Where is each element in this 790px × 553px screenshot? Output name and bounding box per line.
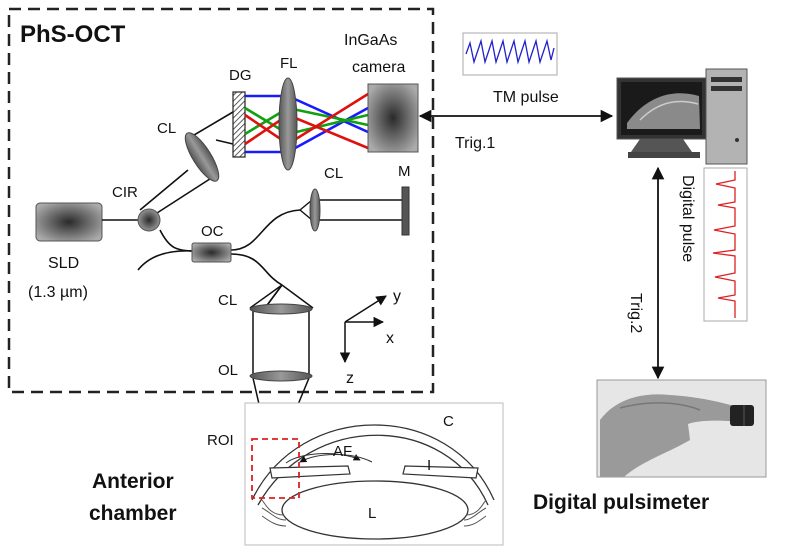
- axis-z-label: z: [346, 370, 354, 387]
- eye-sketch: [244, 402, 504, 546]
- pulsimeter-photo: [596, 379, 767, 478]
- sample-collimating-lens: [249, 303, 313, 315]
- objective-lens: [249, 370, 313, 382]
- optical-coupler: [191, 242, 232, 263]
- fl-label: FL: [280, 55, 298, 72]
- eye-caption-line1: Anterior: [92, 470, 174, 493]
- fiber-paths: [102, 111, 301, 286]
- cir-label: CIR: [112, 184, 138, 201]
- cl-top-label: CL: [157, 120, 176, 137]
- cl-sample-label: CL: [218, 292, 237, 309]
- aqueous-fluid-label: AF: [333, 443, 352, 460]
- cornea-label: C: [443, 413, 454, 430]
- axis-x-label: x: [386, 330, 394, 347]
- reference-mirror: [401, 186, 410, 236]
- roi-label: ROI: [207, 432, 234, 449]
- reference-collimating-lens: [309, 188, 321, 232]
- digital-pulse-trace: [712, 171, 736, 318]
- lens-label: L: [368, 505, 376, 522]
- trig1-label: Trig.1: [455, 135, 495, 152]
- trig2-label: Trig.2: [627, 293, 644, 333]
- oc-label: OC: [201, 223, 224, 240]
- digital-pulse-trace-inset: [703, 167, 748, 322]
- axis-y-label: y: [393, 288, 401, 305]
- pulsimeter-caption: Digital pulsimeter: [533, 491, 709, 514]
- coordinate-axes: [339, 295, 387, 364]
- tm-pulse-trace: [465, 38, 555, 65]
- roi-box: [251, 438, 300, 499]
- digital-pulse-label: Digital pulse: [679, 175, 696, 262]
- system-title: PhS-OCT: [20, 21, 126, 48]
- computer-monitor: [616, 77, 707, 158]
- ingaas-camera: [367, 83, 419, 153]
- sld-source: [35, 202, 103, 242]
- focusing-lens: [278, 77, 298, 171]
- computer-tower: [705, 68, 748, 165]
- diffraction-grating: [232, 91, 246, 158]
- system-enclosure: [7, 7, 435, 394]
- cl-ref-label: CL: [324, 165, 343, 182]
- eye-caption-line2: chamber: [89, 502, 177, 525]
- dg-label: DG: [229, 67, 252, 84]
- sld-wavelength-label: (1.3 µm): [28, 284, 88, 301]
- spectrometer-collimating-lens: [184, 132, 220, 182]
- tm-pulse-label: TM pulse: [493, 89, 559, 106]
- circulator: [137, 208, 161, 232]
- dispersed-rays: [244, 92, 369, 154]
- camera-label-line2: camera: [352, 59, 405, 76]
- iris-label: I: [427, 457, 431, 474]
- camera-label-line1: InGaAs: [344, 32, 397, 49]
- sld-label: SLD: [48, 255, 79, 272]
- ol-label: OL: [218, 362, 238, 379]
- mirror-label: M: [398, 163, 411, 180]
